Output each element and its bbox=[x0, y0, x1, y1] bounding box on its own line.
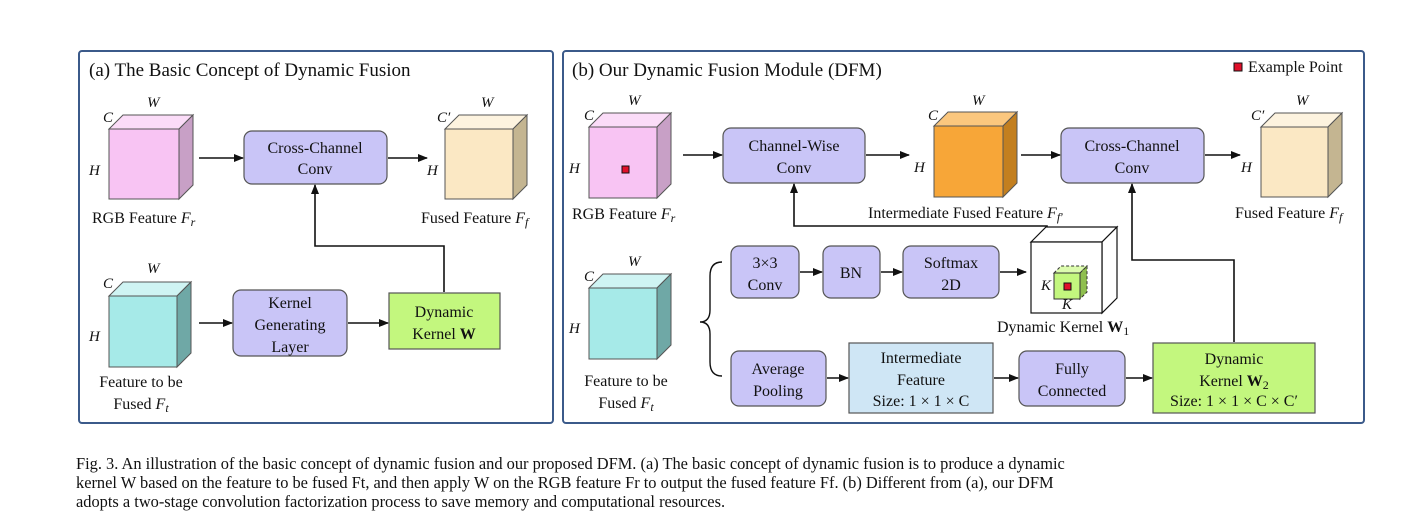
axis-c: C bbox=[584, 269, 595, 285]
cross-channel-b-line2: Conv bbox=[1115, 160, 1150, 177]
dynamic-kernel-w bbox=[388, 292, 501, 350]
panel-a-arrows bbox=[199, 154, 445, 327]
kgl-line1: Kernel bbox=[268, 295, 312, 312]
example-point-icon bbox=[1233, 62, 1243, 72]
axis-c: C bbox=[103, 276, 114, 292]
panel-b-title: (b) Our Dynamic Fusion Module (DFM) bbox=[572, 60, 882, 81]
cross-channel-line2: Conv bbox=[298, 161, 333, 178]
caption-line1: Fig. 3. An illustration of the basic con… bbox=[76, 454, 1065, 473]
kgl-line3: Layer bbox=[271, 339, 309, 356]
intermediate-fused-label: Intermediate Fused Feature Ff′ bbox=[868, 205, 1063, 224]
dynamic-kernel-w2 bbox=[1152, 342, 1316, 414]
cross-channel-b-line1: Cross-Channel bbox=[1084, 138, 1180, 155]
axis-c: C bbox=[928, 108, 939, 124]
rgb-feature-cube-a bbox=[107, 113, 195, 201]
axis-c: C bbox=[103, 110, 114, 126]
cross-channel-line1: Cross-Channel bbox=[267, 140, 363, 157]
dk2-line2: Kernel W2 bbox=[1199, 373, 1269, 392]
axis-h: H bbox=[88, 163, 101, 179]
axis-w: W bbox=[628, 254, 642, 270]
intermediate-feature-size: Size: 1 × 1 × C bbox=[873, 393, 970, 410]
axis-h: H bbox=[568, 321, 581, 337]
intermediate-fused-feature-cube bbox=[932, 110, 1019, 199]
axis-h: H bbox=[568, 161, 581, 177]
softmax-line1: Softmax bbox=[924, 255, 978, 272]
fc-line1: Fully bbox=[1055, 361, 1089, 378]
panel-b-arrows bbox=[683, 151, 1241, 382]
feature-to-be-fused-cube-b bbox=[587, 272, 673, 361]
conv-3x3 bbox=[730, 245, 800, 299]
axis-h: H bbox=[88, 329, 101, 345]
dynamic-kernel-line1: Dynamic bbox=[415, 304, 474, 321]
caption-line3: adopts a two-stage convolution factoriza… bbox=[76, 492, 726, 511]
feature-to-be-fused-cube-a bbox=[107, 280, 193, 369]
axis-w: W bbox=[1296, 93, 1310, 109]
intermediate-feature bbox=[848, 342, 994, 414]
dynamic-kernel-w1-label: Dynamic Kernel W1 bbox=[997, 319, 1129, 338]
fc-line2: Connected bbox=[1038, 383, 1106, 400]
kernel-k-symbol: K bbox=[1040, 278, 1052, 294]
caption-line2: kernel W based on the feature to be fuse… bbox=[76, 473, 1054, 492]
conv-line2: Conv bbox=[748, 277, 783, 294]
dk2-line1: Dynamic bbox=[1205, 351, 1264, 368]
axis-w: W bbox=[628, 93, 642, 109]
batch-norm bbox=[822, 245, 881, 299]
example-point-legend: Example Point bbox=[1248, 59, 1343, 76]
panel-b-frame bbox=[562, 50, 1365, 424]
dynamic-kernel-line2: Kernel W bbox=[412, 326, 476, 343]
feature-to-be-fused-line1-b: Feature to be bbox=[584, 373, 668, 390]
branch-brace bbox=[699, 261, 723, 377]
fully-connected bbox=[1018, 350, 1126, 407]
channel-wise-line2: Conv bbox=[777, 160, 812, 177]
axis-w: W bbox=[481, 95, 495, 111]
panel-a-frame bbox=[78, 50, 554, 424]
bn-label: BN bbox=[840, 265, 863, 282]
fused-feature-label-b: Fused Feature Ff bbox=[1235, 205, 1344, 224]
feature-to-be-fused-line2-b: Fused Ft bbox=[598, 395, 654, 414]
rgb-feature-label-b: RGB Feature Fr bbox=[572, 206, 676, 225]
axis-w: W bbox=[147, 261, 161, 277]
feature-to-be-fused-line2-a: Fused Ft bbox=[113, 396, 169, 415]
axis-w: W bbox=[972, 93, 986, 109]
panel-a-title: (a) The Basic Concept of Dynamic Fusion bbox=[89, 60, 411, 81]
feature-to-be-fused-line1-a: Feature to be bbox=[99, 374, 183, 391]
axis-h: H bbox=[1240, 160, 1253, 176]
axis-c-prime: C′ bbox=[437, 110, 451, 126]
softmax-2d bbox=[902, 245, 1000, 299]
dk2-size: Size: 1 × 1 × C × C′ bbox=[1170, 393, 1298, 410]
kgl-line2: Generating bbox=[254, 317, 325, 334]
axis-h: H bbox=[913, 160, 926, 176]
axis-w: W bbox=[147, 95, 161, 111]
fused-feature-label-a: Fused Feature Ff bbox=[421, 210, 530, 229]
intermediate-feature-line1: Intermediate bbox=[881, 350, 962, 367]
avg-pool-line1: Average bbox=[752, 361, 805, 378]
dynamic-kernel-w1-cube bbox=[1029, 225, 1119, 315]
rgb-feature-label-a: RGB Feature Fr bbox=[92, 210, 196, 229]
kernel-generating-layer bbox=[232, 289, 348, 357]
kernel-k-symbol: K bbox=[1061, 297, 1073, 313]
axis-c-prime: C′ bbox=[1251, 108, 1265, 124]
rgb-feature-cube-b bbox=[587, 111, 673, 200]
intermediate-feature-line2: Feature bbox=[897, 372, 945, 389]
axis-h: H bbox=[426, 163, 439, 179]
fused-feature-cube-b bbox=[1259, 111, 1344, 199]
channel-wise-line1: Channel-Wise bbox=[749, 138, 840, 155]
avg-pool-line2: Pooling bbox=[753, 383, 803, 400]
conv-line1: 3×3 bbox=[752, 255, 777, 272]
figure-caption: Fig. 3. An illustration of the basic con… bbox=[76, 454, 1366, 511]
average-pooling bbox=[730, 350, 827, 407]
axis-c: C bbox=[584, 108, 595, 124]
fused-feature-cube-a bbox=[443, 113, 529, 201]
softmax-line2: 2D bbox=[941, 277, 961, 294]
